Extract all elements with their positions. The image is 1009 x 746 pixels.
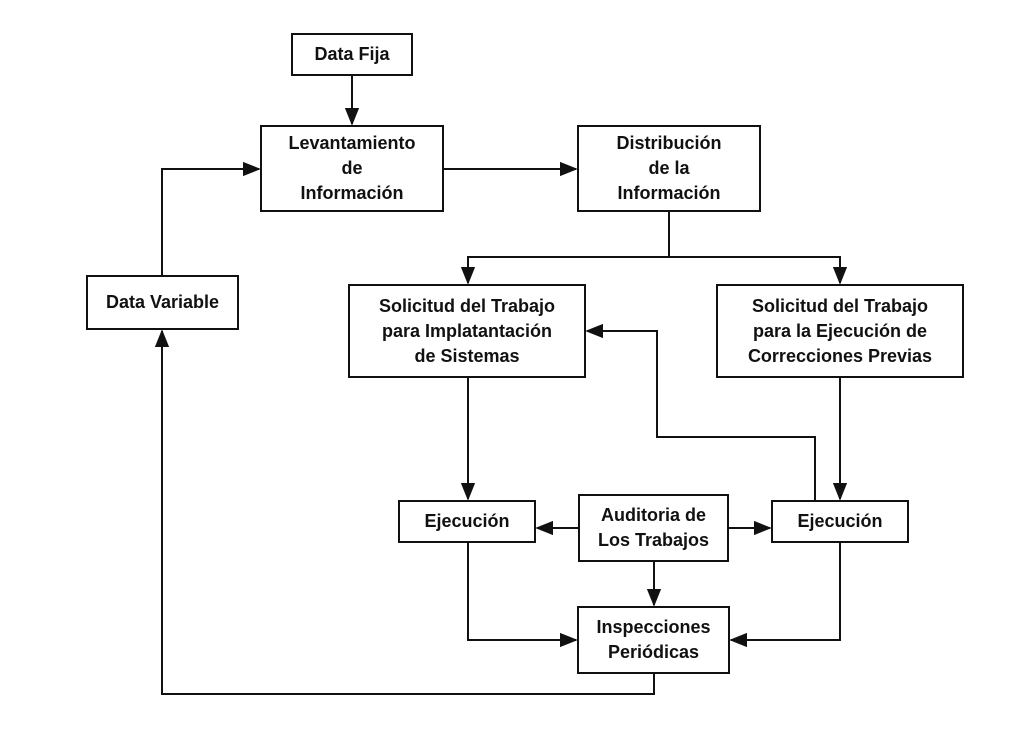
node-label: Distribución de la Información	[616, 133, 722, 203]
node-data-fija: Data Fija	[291, 33, 413, 76]
node-data-variable: Data Variable	[86, 275, 239, 330]
node-label: Data Variable	[105, 292, 220, 312]
node-levantamiento-de-informacion: Levantamiento de Información	[260, 125, 444, 212]
edge-distribucion-to-solicitud-implantacion	[460, 212, 670, 285]
node-solicitud-correcciones: Solicitud del Trabajo para la Ejecución …	[716, 284, 964, 378]
node-distribucion-de-la-informacion: Distribución de la Información	[577, 125, 761, 212]
edge-ejecucion-derecha-to-inspecciones	[729, 543, 841, 648]
edge-ejecucion-izquierda-to-inspecciones	[467, 543, 578, 648]
node-inspecciones-periodicas: Inspecciones Periódicas	[577, 606, 730, 674]
node-solicitud-implantacion: Solicitud del Trabajo para Implatantació…	[348, 284, 586, 378]
edge-inspecciones-to-data-variable	[154, 329, 655, 695]
node-ejecucion-derecha: Ejecución	[771, 500, 909, 543]
node-label: Data Fija	[314, 44, 390, 64]
node-label: Auditoria de Los Trabajos	[597, 505, 710, 550]
node-label: Inspecciones Periódicas	[596, 617, 711, 662]
node-label: Solicitud del Trabajo para Implatantació…	[378, 295, 556, 366]
node-label: Ejecución	[797, 511, 883, 531]
node-label: Levantamiento de Información	[288, 133, 416, 203]
edge-data-variable-to-levantamiento	[161, 161, 261, 275]
node-ejecucion-izquierda: Ejecución	[398, 500, 536, 543]
node-auditoria-de-los-trabajos: Auditoria de Los Trabajos	[578, 494, 729, 562]
edge-distribucion-to-solicitud-correcciones	[669, 256, 848, 285]
node-label: Solicitud del Trabajo para la Ejecución …	[747, 295, 933, 366]
node-label: Ejecución	[424, 511, 510, 531]
edge-ejecucion-derecha-to-solicitud-implantacion	[585, 323, 816, 500]
